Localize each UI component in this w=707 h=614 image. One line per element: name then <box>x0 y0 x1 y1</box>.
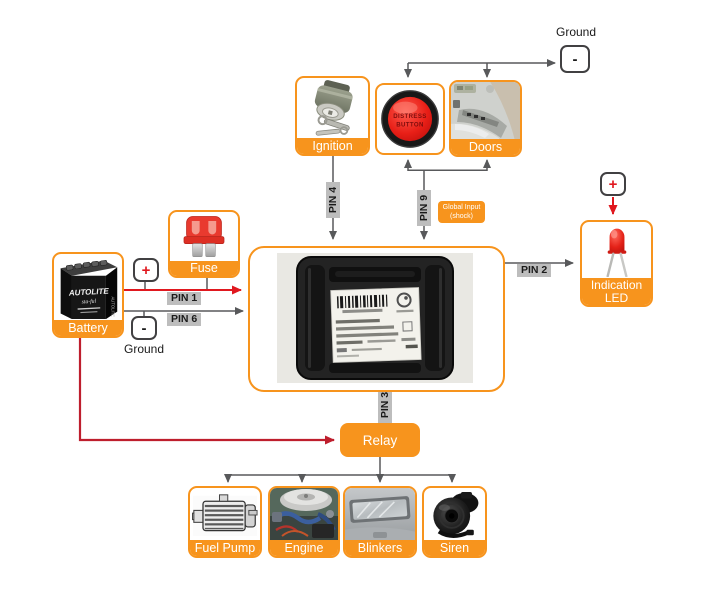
indication-led-label: Indication LED <box>582 278 651 305</box>
indication-led-node: Indication LED <box>580 220 653 307</box>
engine-image <box>270 488 338 540</box>
doors-node: Doors <box>449 80 522 157</box>
doors-image <box>451 82 520 139</box>
svg-text:AUTOLITE: AUTOLITE <box>111 296 116 317</box>
pin9-label: PIN 9 <box>417 190 431 226</box>
distress-button-text-1: DISTRESS <box>393 113 426 120</box>
plus-symbol: + <box>608 175 618 193</box>
ignition-label: Ignition <box>297 138 368 154</box>
plus-terminal-battery: + <box>133 258 159 282</box>
relay-node: Relay <box>340 423 420 457</box>
battery-label: Battery <box>54 320 122 336</box>
pin3-label: PIN 3 <box>378 387 392 423</box>
plus-symbol: + <box>141 261 151 279</box>
relay-label: Relay <box>362 432 398 448</box>
blinkers-label: Blinkers <box>345 540 415 556</box>
doors-label: Doors <box>451 139 520 155</box>
battery-brand-text: AUTOLITE <box>68 286 110 297</box>
indication-led-label-line2: LED <box>604 291 629 305</box>
pin4-label: PIN 4 <box>326 182 340 218</box>
minus-terminal-top: - <box>560 45 590 73</box>
global-input-line1: Global Input <box>442 204 481 211</box>
pin6-label: PIN 6 <box>167 313 202 326</box>
minus-symbol: - <box>141 319 147 337</box>
ignition-node: Ignition <box>295 76 370 156</box>
ground-label-battery: Ground <box>123 342 165 356</box>
minus-terminal-battery: - <box>131 316 157 340</box>
distress-button-image: DISTRESS BUTTON <box>379 87 441 151</box>
global-input-line2: (shock) <box>450 213 473 221</box>
fuel-pump-label: Fuel Pump <box>190 540 260 556</box>
pin1-label: PIN 1 <box>167 292 202 305</box>
led-image <box>584 224 649 277</box>
ignition-image <box>299 80 366 137</box>
blinkers-node: Blinkers <box>343 486 417 558</box>
fuse-node: Fuse <box>168 210 240 278</box>
tracker-device-image <box>277 253 473 383</box>
battery-brand2-text: sta-ful <box>81 297 96 305</box>
plus-terminal-led: + <box>600 172 626 196</box>
ground-label-top: Ground <box>555 25 597 39</box>
engine-node: Engine <box>268 486 340 558</box>
pin2-label: PIN 2 <box>517 264 552 277</box>
battery-node: AUTOLITE sta-ful AUTOLITE Battery <box>52 252 124 338</box>
global-input-annotation: Global Input (shock) <box>438 201 485 223</box>
siren-image <box>426 490 483 540</box>
engine-label: Engine <box>270 540 338 556</box>
fuel-pump-image <box>192 490 258 540</box>
distress-button-node: DISTRESS BUTTON <box>375 83 445 155</box>
siren-node: Siren <box>422 486 487 558</box>
distress-button-text-2: BUTTON <box>396 122 424 129</box>
battery-image: AUTOLITE sta-ful AUTOLITE <box>56 256 120 319</box>
minus-symbol: - <box>572 50 578 68</box>
siren-label: Siren <box>424 540 485 556</box>
fuse-image <box>172 214 236 261</box>
indication-led-label-line1: Indication <box>590 278 643 292</box>
blinkers-image <box>345 488 415 540</box>
fuse-label: Fuse <box>170 261 238 276</box>
fuel-pump-node: Fuel Pump <box>188 486 262 558</box>
tracker-container <box>248 246 505 392</box>
